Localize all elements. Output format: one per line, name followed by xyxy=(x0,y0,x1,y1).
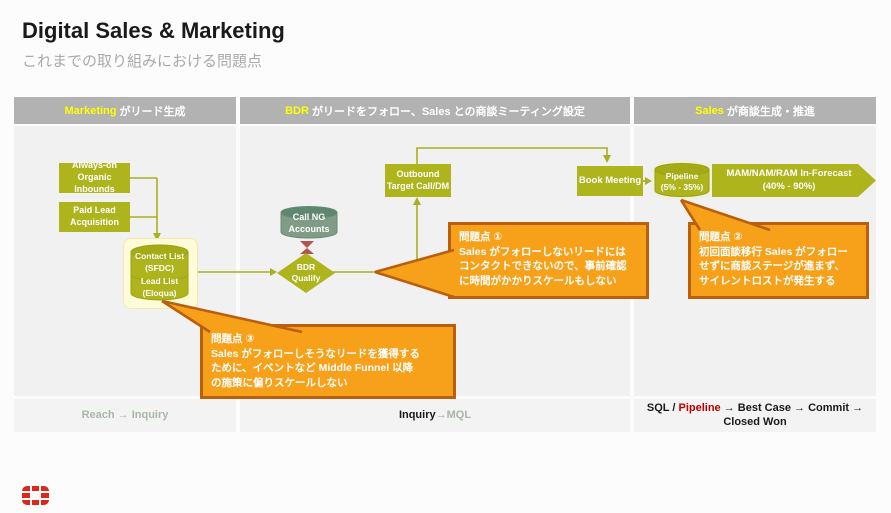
node-label: Lead List xyxy=(140,275,179,286)
node-label: Call NG xyxy=(292,212,326,223)
callout-problem-3: 問題点 ③ Sales がフォローしそうなリードを獲得する ために、イベントなど… xyxy=(200,324,456,399)
node-label: Pipeline xyxy=(665,170,699,181)
callout-line: の施策に偏りスケールしない xyxy=(211,377,348,390)
stage-text: SQL / Pipeline → Best Case → Commit → Cl… xyxy=(638,402,872,430)
logo-block xyxy=(22,500,30,505)
header-highlight-sales: Sales xyxy=(695,104,724,117)
node-label: (SFDC) xyxy=(145,263,174,274)
logo-block xyxy=(22,493,30,498)
callout-line: せずに商談ステージが進まず、 xyxy=(699,260,846,273)
callout-line: ために、イベントなど Middle Funnel 以降 xyxy=(211,362,414,375)
logo-block xyxy=(31,486,40,491)
header-text: がリード生成 xyxy=(119,105,186,118)
node-label: (40% - 90%) xyxy=(762,180,816,192)
stage-text: Reach → Inquiry xyxy=(81,408,169,421)
logo-gap xyxy=(32,493,40,498)
callout-line: Sales がフォローしそうなリードを獲得する xyxy=(211,347,420,360)
callout-line: Sales がフォローしないリードには xyxy=(459,245,626,258)
cylinder-text: Pipeline (5% - 35%) xyxy=(654,163,710,198)
callout-line: 初回面談移行 Sales がフォロー xyxy=(699,245,848,258)
stage-text-mql: MQL xyxy=(446,408,472,421)
callout-line: に時間がかかりスケールもしない xyxy=(459,275,617,288)
header-highlight-marketing: Marketing xyxy=(64,104,117,117)
header-highlight-bdr: BDR xyxy=(285,104,309,117)
node-label: Always-on xyxy=(71,160,117,171)
node-label: Acquisition xyxy=(70,217,119,227)
fortinet-logo-icon xyxy=(22,486,49,505)
stage-text: Inquiry xyxy=(398,408,436,421)
node-label: Qualify xyxy=(291,273,321,283)
logo-block xyxy=(41,493,49,498)
callout-title: 問題点 ③ xyxy=(211,333,255,345)
node-label: Contact List xyxy=(134,250,185,261)
stage-arrow: → xyxy=(435,408,447,421)
node-label: Target Call/DM xyxy=(386,180,450,191)
stage-label-inquiry-mql: Inquiry → MQL xyxy=(240,399,630,432)
header-text: がリードをフォロー、Sales との商談ミーティング設定 xyxy=(311,105,585,118)
header-text: が商談生成・推進 xyxy=(726,105,815,118)
node-label: Outbound xyxy=(396,168,440,179)
stage-text-rest: → Best Case → Commit → Closed Won xyxy=(720,401,864,428)
logo-block xyxy=(41,500,49,505)
node-label: (Eloqua) xyxy=(142,287,177,298)
page-subtitle: これまでの取り組みにおける問題点 xyxy=(22,53,263,70)
node-label: MAM/NAM/RAM In-Forecast xyxy=(726,168,852,180)
node-label: BDR xyxy=(296,262,316,273)
callout-problem-1: 問題点 ① Sales がフォローしないリードには コンタクトできないので、事前… xyxy=(448,222,649,299)
node-pipeline-cylinder: Pipeline (5% - 35%) xyxy=(654,163,710,198)
stage-label-sql-closedwon: SQL / Pipeline → Best Case → Commit → Cl… xyxy=(634,399,876,432)
cylinder-text: Contact List (SFDC) Lead List (Eloqua) xyxy=(130,244,189,301)
node-label: Book Meeting xyxy=(578,174,642,186)
callout-title: 問題点 ② xyxy=(699,231,743,243)
cylinder-shape xyxy=(654,163,710,197)
node-label: Accounts xyxy=(288,224,330,234)
node-label: (5% - 35%) xyxy=(660,182,704,192)
node-label: Organic Inbounds xyxy=(74,172,115,194)
page-title: Digital Sales & Marketing xyxy=(22,18,285,43)
logo-block xyxy=(31,500,40,505)
stage-text-sql: SQL / xyxy=(646,401,679,414)
logo-block xyxy=(22,486,30,491)
node-label: Paid Lead xyxy=(73,205,116,216)
callout-problem-2: 問題点 ② 初回面談移行 Sales がフォロー せずに商談ステージが進まず、 … xyxy=(688,222,869,299)
node-call-ng-accounts-cylinder: Call NG Accounts xyxy=(280,206,338,239)
callout-title: 問題点 ① xyxy=(459,231,503,243)
node-contact-lead-list-cylinder: Contact List (SFDC) Lead List (Eloqua) xyxy=(130,244,189,301)
callout-line: サイレントロストが発生する xyxy=(699,275,836,288)
node-book-meeting: Book Meeting xyxy=(577,166,643,196)
stage-label-reach-inquiry: Reach → Inquiry xyxy=(14,399,236,432)
cylinder-shape xyxy=(130,244,189,301)
cylinder-text: Call NG Accounts xyxy=(280,206,338,239)
stage-text-pipeline: Pipeline xyxy=(678,401,721,414)
logo-block xyxy=(41,486,49,491)
callout-line: コンタクトできないので、事前確認 xyxy=(459,260,627,273)
node-forecast-arrow: MAM/NAM/RAM In-Forecast(40% - 90%) xyxy=(712,164,876,197)
